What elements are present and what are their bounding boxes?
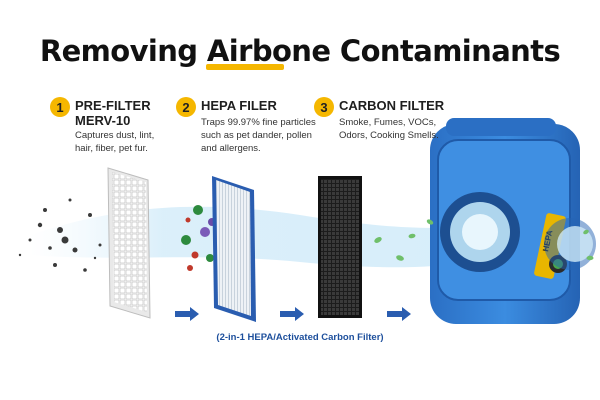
- step-1-heading: PRE-FILTER MERV-10: [75, 98, 151, 128]
- title-accent-bar: [206, 64, 284, 70]
- step-2-desc-line: such as pet dander, pollen: [201, 130, 312, 141]
- step-2-desc-line: and allergens.: [201, 143, 261, 154]
- contaminant-cloud: [18, 198, 112, 272]
- step-1-desc-line: hair, fiber, pet fur.: [75, 143, 148, 154]
- carbon-filter-panel: [318, 176, 362, 318]
- leaf-icon: [374, 219, 594, 261]
- step-3-description: Smoke, Fumes, VOCs, Odors, Cooking Smell…: [339, 116, 439, 142]
- step-3-badge: 3: [314, 97, 334, 117]
- step-3-desc-line: Smoke, Fumes, VOCs,: [339, 117, 437, 128]
- step-2-desc-line: Traps 99.97% fine particles: [201, 117, 316, 128]
- step-2-badge: 2: [176, 97, 196, 117]
- arrow-right-icon: [175, 307, 411, 321]
- step-3-desc-line: Odors, Cooking Smells.: [339, 130, 439, 141]
- hepa-filter-panel: [212, 176, 256, 322]
- pre-filter-panel: [107, 167, 151, 319]
- step-2-description: Traps 99.97% fine particles such as pet …: [201, 116, 316, 155]
- pollen-icon: [181, 205, 216, 271]
- step-1-heading-line1: PRE-FILTER: [75, 98, 151, 113]
- filter-caption: (2-in-1 HEPA/Activated Carbon Filter): [216, 332, 384, 343]
- step-2-heading: HEPA FILER: [201, 98, 277, 113]
- air-purifier-device: HEPA: [430, 118, 596, 324]
- step-1-description: Captures dust, lint, hair, fiber, pet fu…: [75, 129, 154, 155]
- page-title: Removing Airbone Contaminants: [39, 34, 561, 68]
- step-1-heading-line2: MERV-10: [75, 113, 131, 128]
- step-1-badge: 1: [50, 97, 70, 117]
- step-1-desc-line: Captures dust, lint,: [75, 130, 155, 141]
- step-3-heading: CARBON FILTER: [339, 98, 445, 113]
